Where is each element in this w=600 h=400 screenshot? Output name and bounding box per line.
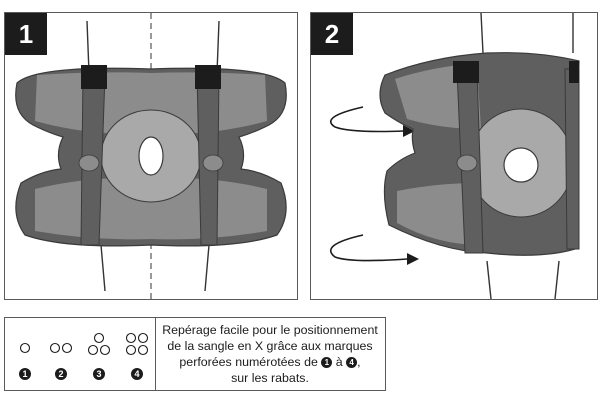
step-2-panel: 2 [310, 12, 598, 300]
legend-line-3-end: , [357, 355, 361, 369]
marker-3: 3 [81, 318, 117, 390]
step-1-panel: 1 [4, 12, 298, 300]
hole-pattern-3-icon [87, 332, 111, 356]
step-1-badge: 1 [5, 13, 47, 55]
marker-3-number: 3 [93, 368, 105, 380]
hole-pattern-2-icon [49, 342, 73, 354]
legend-number-to: 4 [346, 357, 358, 368]
legend-line-3-start: perforées numérotées de [179, 355, 318, 369]
positioning-legend: 1 2 3 4 Repérage facile pour le position… [4, 317, 386, 391]
hole-pattern-4-icon [125, 332, 149, 356]
legend-line-1: Repérage facile pour le positionnement [162, 323, 378, 337]
brace-wrapped-illustration [329, 13, 580, 299]
legend-number-from: 1 [321, 357, 333, 368]
marker-4: 4 [119, 318, 155, 390]
marker-4-number: 4 [131, 368, 143, 380]
legend-line-3: perforées numérotées de 1 à 4, [157, 354, 383, 370]
marker-1-number: 1 [19, 368, 31, 380]
brace-flat-illustration [15, 13, 287, 299]
hole-pattern-1-icon [19, 342, 31, 354]
legend-line-3-mid: à [335, 355, 343, 369]
legend-description: Repérage facile pour le positionnement d… [157, 322, 383, 386]
legend-line-4: sur les rabats. [231, 371, 309, 385]
marker-2-number: 2 [55, 368, 67, 380]
marker-1: 1 [9, 318, 41, 390]
legend-divider [155, 318, 156, 390]
legend-line-2: de la sangle en X grâce aux marques [167, 339, 373, 353]
step-2-badge: 2 [311, 13, 353, 55]
marker-2: 2 [43, 318, 79, 390]
